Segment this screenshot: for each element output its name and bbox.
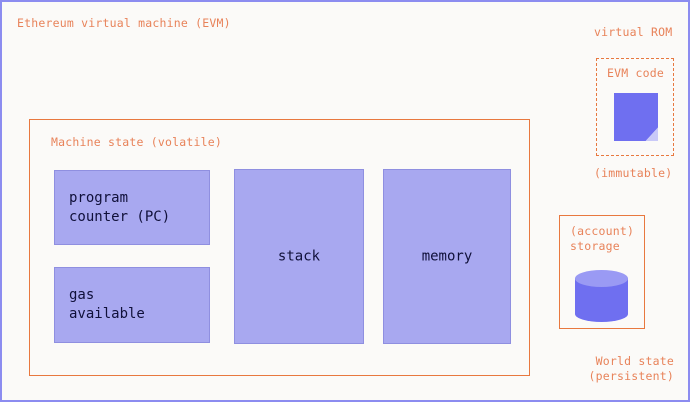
memory-label: memory: [421, 248, 473, 264]
program-counter-block: program counter (PC): [54, 170, 210, 245]
database-cylinder-icon: [575, 270, 628, 322]
program-counter-label: program counter (PC): [69, 189, 171, 225]
world-state-footnote: World state (persistent): [588, 354, 674, 383]
evm-code-label: EVM code: [607, 66, 664, 80]
page-document-icon: [614, 93, 658, 141]
diagram-title: Ethereum virtual machine (EVM): [17, 16, 231, 30]
stack-label: stack: [277, 248, 321, 264]
machine-state-label: Machine state (volatile): [51, 135, 222, 149]
cylinder-top-shape: [575, 270, 628, 287]
page-body-shape: [614, 93, 658, 141]
gas-available-block: gas available: [54, 267, 210, 343]
gas-available-label: gas available: [69, 287, 145, 322]
virtual-rom-label: virtual ROM: [594, 25, 673, 39]
memory-block: memory: [383, 169, 511, 344]
immutable-footnote: (immutable): [594, 166, 673, 180]
account-storage-label: (account) storage: [570, 224, 635, 253]
stack-block: stack: [234, 169, 364, 344]
